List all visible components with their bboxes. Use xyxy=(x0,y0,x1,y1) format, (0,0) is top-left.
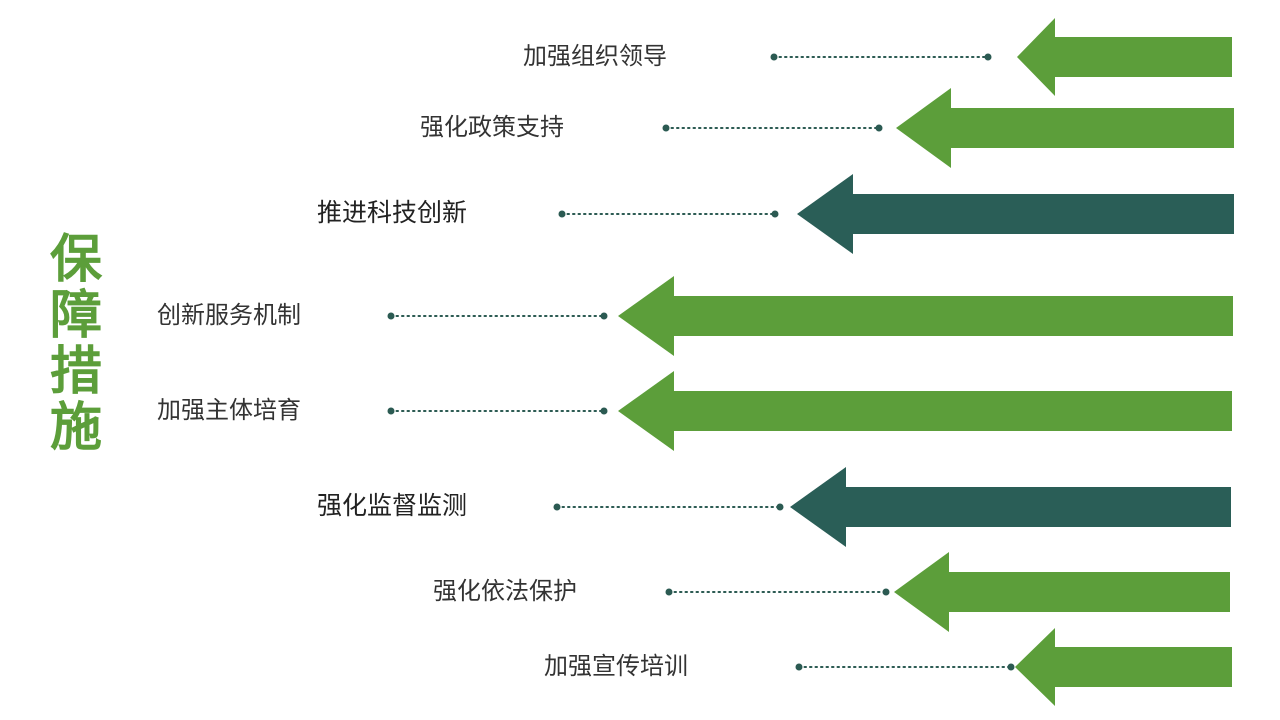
arrow-legal xyxy=(894,552,1230,632)
measure-label-organization: 加强组织领导 xyxy=(523,42,667,70)
connector-dot-service-start xyxy=(387,312,395,320)
connector-dot-cultivation-start xyxy=(387,407,395,415)
diagram-title: 保障措施 xyxy=(49,229,102,458)
connector-dot-technology-start xyxy=(558,210,566,218)
measure-label-supervision: 强化监督监测 xyxy=(317,491,468,520)
measure-label-legal: 强化依法保护 xyxy=(433,577,577,605)
connector-dot-cultivation-end xyxy=(600,407,608,415)
measure-label-cultivation: 加强主体培育 xyxy=(157,396,301,424)
connector-dot-legal-end xyxy=(882,588,890,596)
connector-dot-supervision-start xyxy=(553,503,561,511)
connector-dot-supervision-end xyxy=(776,503,784,511)
connector-dot-organization-end xyxy=(984,53,992,61)
arrow-publicity xyxy=(1015,628,1232,706)
connector-dot-organization-start xyxy=(770,53,778,61)
arrow-organization xyxy=(1017,18,1232,96)
arrow-technology xyxy=(797,174,1234,254)
measure-label-policy: 强化政策支持 xyxy=(420,113,564,141)
connector-dot-policy-start xyxy=(662,124,670,132)
arrow-service xyxy=(618,276,1233,356)
measure-label-service: 创新服务机制 xyxy=(157,301,301,329)
connector-dot-policy-end xyxy=(875,124,883,132)
connector-dot-publicity-start xyxy=(795,663,803,671)
connector-dot-technology-end xyxy=(771,210,779,218)
connector-dot-legal-start xyxy=(665,588,673,596)
connector-dot-publicity-end xyxy=(1007,663,1015,671)
connector-dot-service-end xyxy=(600,312,608,320)
measure-label-technology: 推进科技创新 xyxy=(317,198,468,227)
arrow-supervision xyxy=(790,467,1231,547)
arrow-cultivation xyxy=(618,371,1232,451)
arrow-policy xyxy=(896,88,1234,168)
measure-label-publicity: 加强宣传培训 xyxy=(544,652,688,680)
